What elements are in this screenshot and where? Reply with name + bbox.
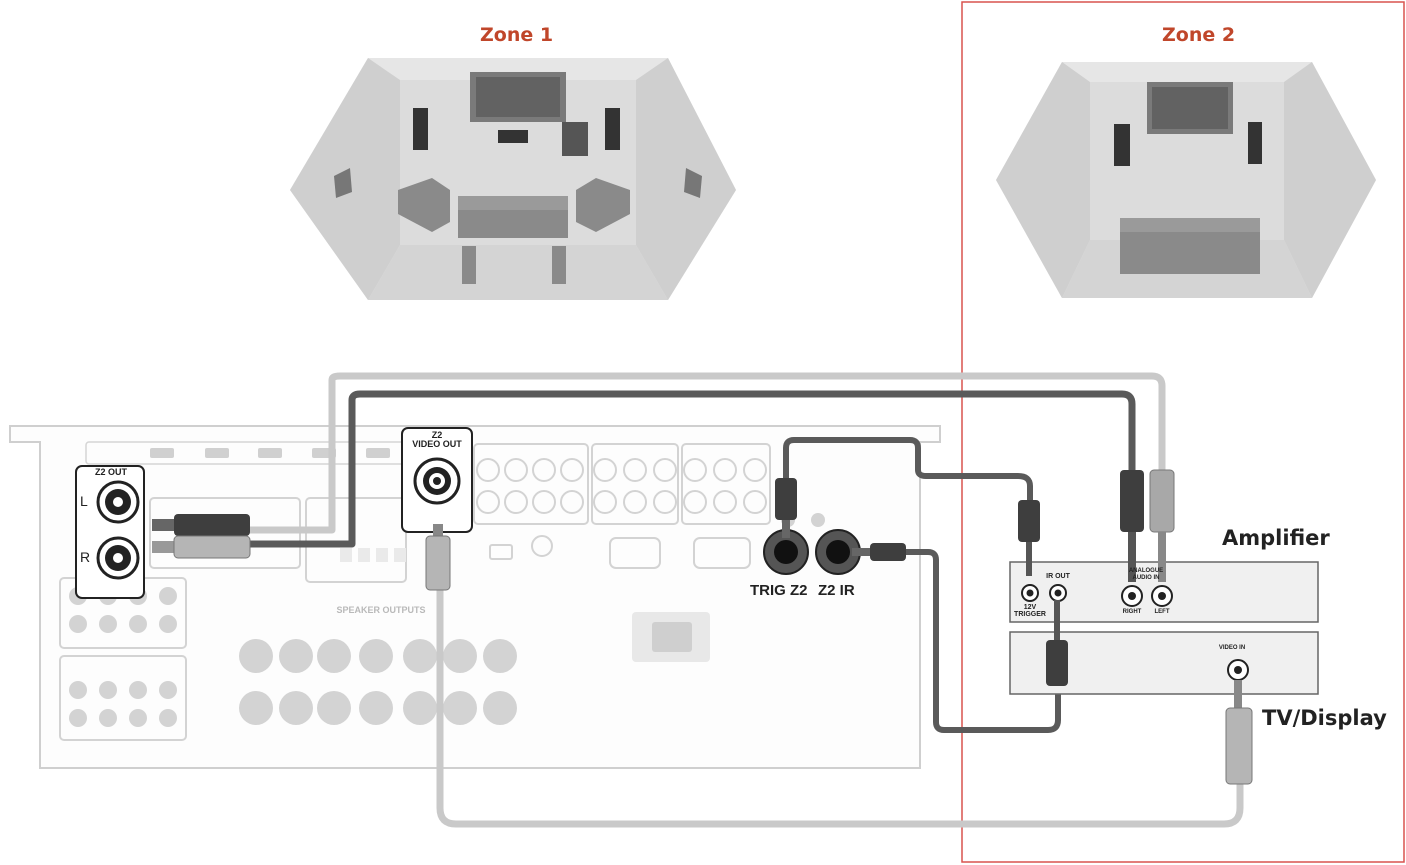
tv-video-in-label: VIDEO IN — [1218, 645, 1246, 651]
zone2-frame — [961, 1, 1405, 863]
trigger-ir-jacks — [763, 478, 906, 575]
z2-out-label: Z2 OUT — [94, 467, 127, 477]
z2-video-out-label: Z2 VIDEO OUT — [412, 430, 462, 449]
trig-z2-label: TRIG Z2 — [750, 582, 808, 599]
amplifier-label: Amplifier — [1222, 526, 1330, 550]
speaker-outputs-label: SPEAKER OUTPUTS — [336, 605, 426, 615]
amplifier-device — [1009, 469, 1319, 623]
z2-out-jack-panel — [75, 465, 145, 599]
zone2-title: Zone 2 — [1162, 24, 1236, 46]
z2-out-right-label: R — [80, 549, 91, 565]
amp-right-label: RIGHT — [1122, 609, 1142, 615]
cables — [246, 372, 1244, 828]
zone1-title: Zone 1 — [480, 24, 554, 46]
tv-display-label: TV/Display — [1262, 706, 1387, 730]
amp-analogue-in-label: ANALOGUE AUDIO IN — [1128, 568, 1164, 581]
tv-display-device — [1009, 600, 1319, 785]
z2-ir-label: Z2 IR — [818, 582, 855, 599]
amp-left-label: LEFT — [1154, 609, 1170, 615]
z2-video-out-jack-panel — [401, 427, 473, 591]
z2-out-rca-plugs — [152, 514, 251, 559]
amp-ir-out-label: IR OUT — [1046, 573, 1070, 580]
zone1-room-illustration — [290, 58, 736, 300]
z2-out-left-label: L — [80, 493, 88, 509]
receiver-back-panel — [9, 425, 941, 769]
amp-trigger-label: 12V TRIGGER — [1014, 604, 1046, 618]
zone2-room-illustration — [996, 62, 1376, 298]
